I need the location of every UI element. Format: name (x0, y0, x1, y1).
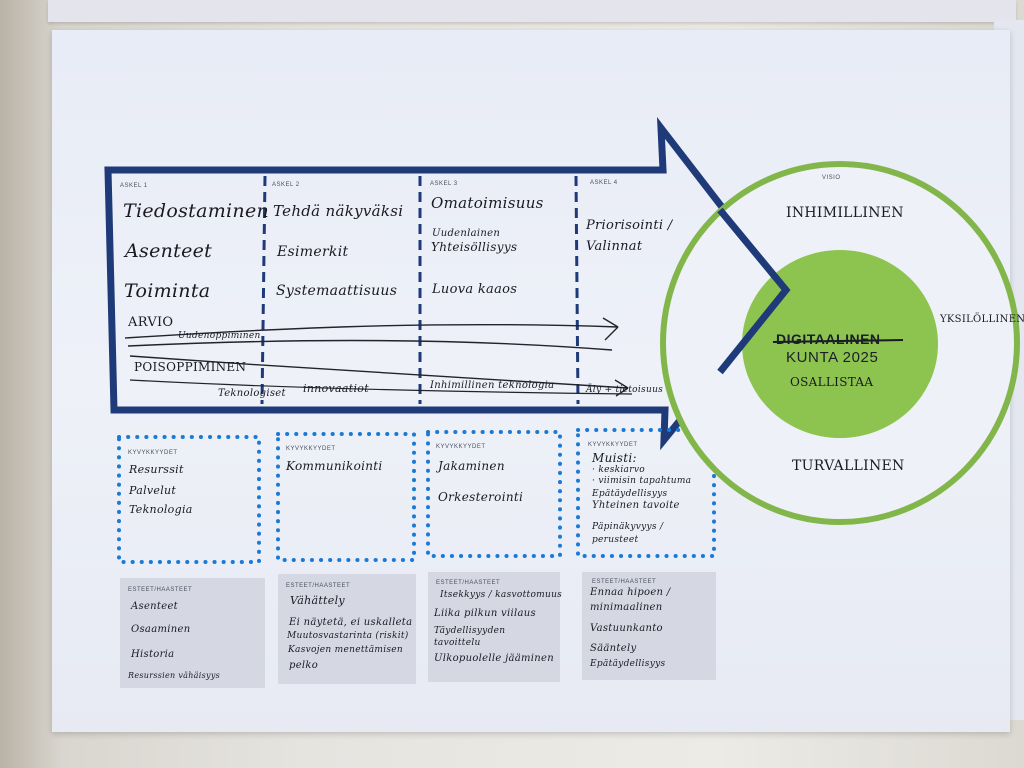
cap3-line-1: Jakaminen (438, 459, 505, 473)
vision-center-sub: OSALLISTAA (790, 375, 874, 389)
step2-line-3: Systemaattisuus (276, 283, 398, 299)
obstacle-label-2: ESTEET/HAASTEET (286, 583, 351, 589)
step-divider-1 (260, 175, 267, 405)
vision-right-word: YKSILÖLLINEN (940, 314, 1024, 325)
vision-top-word: INHIMILLINEN (786, 205, 904, 221)
obs3-line-2: Liika pilkun viilaus (434, 608, 536, 619)
cap4-line-1: Muisti: (592, 451, 637, 465)
capability-label-3: KYVYKKYYDET (436, 444, 486, 450)
step-label-1: ASKEL 1 (120, 183, 148, 189)
obstacle-box-4 (582, 572, 716, 680)
obs4-line-4: Sääntely (590, 643, 637, 654)
vision-label: VISIO (822, 175, 841, 181)
cap4-line-6: Päpinäkyvyys / (592, 522, 664, 532)
strike-line (772, 339, 904, 343)
obs1-line-1: Asenteet (131, 601, 178, 612)
cap4-line-3: · viimisin tapahtuma (592, 476, 692, 486)
step4-line-2: Valinnat (586, 239, 643, 254)
step2-line-2: Esimerkit (277, 244, 349, 260)
obs4-line-2: minimaalinen (590, 602, 663, 613)
obs1-line-4: Resurssien vähäisyys (128, 671, 221, 680)
step-label-2: ASKEL 2 (272, 182, 300, 188)
obs3-line-4: tavoittelu (434, 638, 481, 648)
obstacle-box-2 (278, 574, 416, 684)
cap4-line-7: perusteet (592, 535, 639, 545)
step-label-3: ASKEL 3 (430, 181, 458, 187)
cap1-line-1: Resurssit (129, 463, 184, 476)
cap4-line-2: · keskiarvo (592, 465, 645, 475)
vision-core (742, 250, 938, 438)
obs2-line-5: pelko (289, 660, 319, 671)
note-arvio: ARVIO (128, 315, 174, 330)
obstacle-label-3: ESTEET/HAASTEET (436, 580, 501, 586)
step1-line-3: Toiminta (124, 280, 211, 302)
note-poisoppiminen: POISOPPIMINEN (134, 360, 247, 374)
note-inhimillinen-teknologia: Inhimillinen teknologia (430, 380, 555, 391)
step4-line-1: Priorisointi / (586, 218, 673, 233)
vision-bottom-word: TURVALLINEN (792, 458, 905, 474)
cap1-line-3: Teknologia (129, 503, 193, 516)
cap4-line-5: Yhteinen tavoite (592, 500, 680, 511)
obs3-line-5: Ulkopuolelle jääminen (434, 653, 554, 664)
step1-line-2: Asenteet (125, 240, 213, 262)
step3-line-1: Omatoimisuus (431, 194, 544, 212)
step2-line-1: Tehdä näkyväksi (273, 202, 404, 220)
hand-arrow-3 (129, 355, 629, 397)
vision-center-title: KUNTA 2025 (786, 349, 879, 366)
capability-label-2: KYVYKKYYDET (286, 446, 336, 452)
obs4-line-5: Epätäydellisyys (590, 659, 666, 669)
cap4-line-4: Epätäydellisyys (592, 489, 668, 499)
note-aly: Äly + tietoisuus (586, 385, 664, 395)
cap2-line-1: Kommunikointi (286, 459, 383, 473)
hand-arrow-4 (129, 379, 633, 395)
wall-paper-top (48, 0, 1016, 22)
obs2-line-2: Ei näytetä, ei uskalleta (289, 617, 413, 628)
obstacle-box-3 (428, 572, 560, 682)
obs4-line-3: Vastuunkanto (590, 623, 663, 634)
step3-line-3: Yhteisöllisyys (431, 240, 518, 254)
capability-label-1: KYVYKKYYDET (128, 450, 178, 456)
hand-arrow-1 (124, 317, 619, 341)
note-oppiminen: Uudenoppiminen (178, 331, 261, 341)
obs2-line-4: Kasvojen menettämisen (288, 645, 404, 655)
obs1-line-2: Osaaminen (131, 624, 191, 635)
obs1-line-3: Historia (131, 649, 175, 660)
obstacle-label-4: ESTEET/HAASTEET (592, 579, 657, 585)
step-label-4: ASKEL 4 (590, 180, 618, 186)
obstacle-box-1 (120, 578, 265, 688)
note-innovaatiot: innovaatiot (303, 382, 369, 395)
obs2-line-3: Muutosvastarinta (riskit) (287, 631, 409, 641)
hand-arrow-2 (127, 339, 613, 351)
step-divider-3 (574, 175, 580, 405)
capability-label-4: KYVYKKYYDET (588, 442, 638, 448)
obs3-line-3: Täydellisyyden (434, 626, 506, 636)
capability-box-4 (576, 428, 716, 558)
step3-line-4: Luova kaaos (432, 282, 518, 297)
obs2-line-1: Vähättely (290, 594, 345, 607)
cap3-line-2: Orkesterointi (438, 490, 524, 504)
capability-box-2 (276, 432, 416, 562)
obs4-line-1: Ennaa hipoen / (590, 587, 671, 598)
note-teknologiset: Teknologiset (218, 388, 286, 399)
obstacle-label-1: ESTEET/HAASTEET (128, 587, 193, 593)
vision-struck-word: DIGITAALINEN (776, 331, 881, 347)
capability-box-1 (117, 435, 261, 564)
cap1-line-2: Palvelut (129, 484, 177, 497)
obs3-line-1: Itsekkyys / kasvottomuus (440, 590, 563, 600)
step3-line-2: Uudenlainen (432, 228, 501, 239)
step1-line-1: Tiedostaminen (123, 200, 270, 222)
